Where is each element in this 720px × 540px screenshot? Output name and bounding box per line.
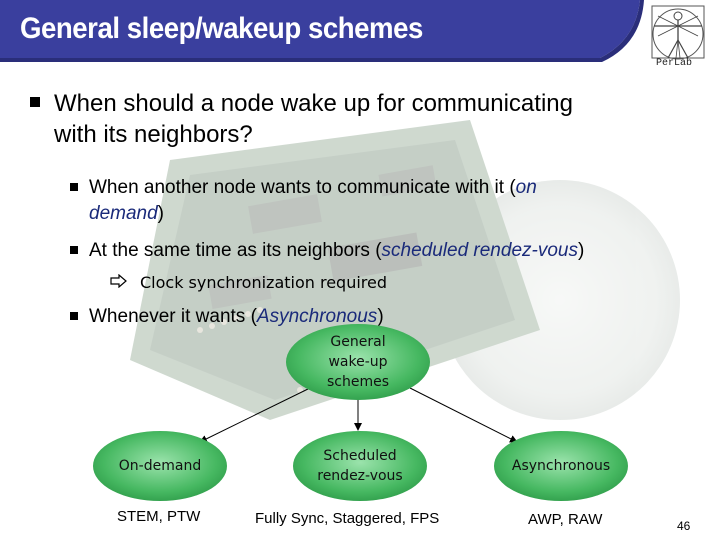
logo-text: PerLab	[656, 58, 693, 69]
slide-title: General sleep/wakeup schemes	[20, 12, 423, 45]
node-on-demand-shape	[93, 431, 227, 501]
bullet-asynchronous: Whenever it wants (Asynchronous)	[89, 304, 384, 330]
bullet-square-marker	[70, 183, 78, 191]
bullet-square-marker	[70, 246, 78, 254]
node-root-line1: General	[330, 334, 386, 350]
arrow-right-icon	[110, 274, 127, 288]
bullet-scheduled: At the same time as its neighbors (sched…	[89, 238, 584, 264]
scheduled-text: At the same time as its neighbors (	[89, 240, 382, 261]
sub-bullet-clock-sync: Clock synchronization required	[140, 273, 388, 292]
async-text: Whenever it wants (	[89, 306, 257, 327]
main-question-line2: with its neighbors?	[54, 121, 253, 148]
node-scheduled-shape	[293, 431, 427, 501]
node-scheduled-line1: Scheduled	[323, 448, 397, 464]
node-scheduled-label: Scheduled rendez-vous	[300, 443, 420, 489]
node-asynchronous-shape	[494, 431, 628, 501]
edge-root-to-on-demand	[199, 387, 311, 443]
caption-asynchronous: AWP, RAW	[528, 511, 603, 528]
node-root-line3: schemes	[326, 374, 390, 390]
bullet-on-demand: When another node wants to communicate w…	[89, 175, 537, 227]
scheduled-close: )	[577, 240, 585, 261]
on-demand-emphasis-2: demand	[89, 203, 158, 224]
main-question: When should a node wake up for communica…	[54, 88, 573, 150]
caption-scheduled: Fully Sync, Staggered, FPS	[255, 510, 440, 527]
scheduled-emphasis: scheduled rendez-vous	[381, 240, 578, 261]
edge-root-to-asynchronous	[409, 387, 518, 443]
node-root-line2: wake-up	[328, 354, 388, 370]
title-bar	[0, 0, 644, 62]
node-root-shape	[286, 324, 430, 400]
async-close: )	[377, 306, 384, 327]
on-demand-text: When another node wants to communicate w…	[89, 177, 516, 198]
node-scheduled-line2: rendez-vous	[317, 468, 403, 484]
on-demand-close: )	[157, 203, 164, 224]
node-asynchronous-label: Asynchronous	[511, 458, 611, 474]
node-on-demand-label: On-demand	[118, 458, 202, 474]
node-root-label: General wake-up schemes	[296, 330, 420, 394]
caption-on-demand: STEM, PTW	[117, 508, 201, 525]
main-question-line1: When should a node wake up for communica…	[54, 90, 573, 117]
bullet-square-marker	[70, 312, 78, 320]
async-emphasis: Asynchronous	[256, 306, 378, 327]
vitruvian-man-logo	[651, 5, 705, 60]
page-number: 46	[677, 519, 691, 533]
bullet-square-marker	[30, 97, 40, 107]
on-demand-emphasis-1: on	[515, 177, 537, 198]
